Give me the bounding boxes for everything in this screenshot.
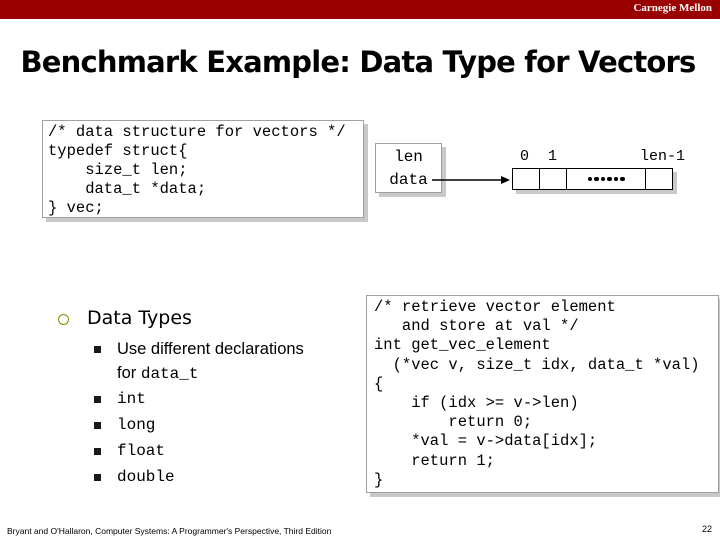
brand-label: Carnegie Mellon [633, 2, 712, 14]
type-long: long [117, 416, 156, 434]
bullet-square-icon [94, 474, 101, 481]
vector-struct-box: len data [375, 143, 442, 193]
type-double: double [117, 468, 175, 486]
bullet-declarations: Use different declarations [117, 340, 304, 358]
array-cell [512, 168, 540, 190]
bullet-data-types: Data Types [87, 307, 192, 329]
field-data: data [389, 171, 428, 189]
index-label-0: 0 [520, 148, 530, 165]
index-label-1: 1 [548, 148, 558, 165]
bullet-square-icon [94, 346, 101, 353]
struct-code-block: /* data structure for vectors */ typedef… [42, 120, 364, 218]
index-label-last: len-1 [640, 148, 686, 165]
bullet-square-icon [94, 396, 101, 403]
array-cell [539, 168, 567, 190]
field-len: len [394, 148, 423, 166]
slide-title: Benchmark Example: Data Type for Vectors [20, 45, 696, 79]
footer-citation: Bryant and O'Hallaron, Computer Systems:… [7, 526, 332, 536]
header-bar: Carnegie Mellon [0, 0, 720, 19]
bullet-ring-icon [58, 314, 69, 325]
array-cell [645, 168, 673, 190]
type-int: int [117, 390, 146, 408]
ellipsis-cell [566, 168, 646, 190]
type-float: float [117, 442, 166, 460]
page-number: 22 [701, 524, 712, 534]
bullet-square-icon [94, 422, 101, 429]
function-code-block: /* retrieve vector element and store at … [366, 295, 719, 493]
bullet-square-icon [94, 448, 101, 455]
bullet-declarations-line2: for data_t [117, 364, 199, 383]
array-cells [512, 168, 673, 190]
